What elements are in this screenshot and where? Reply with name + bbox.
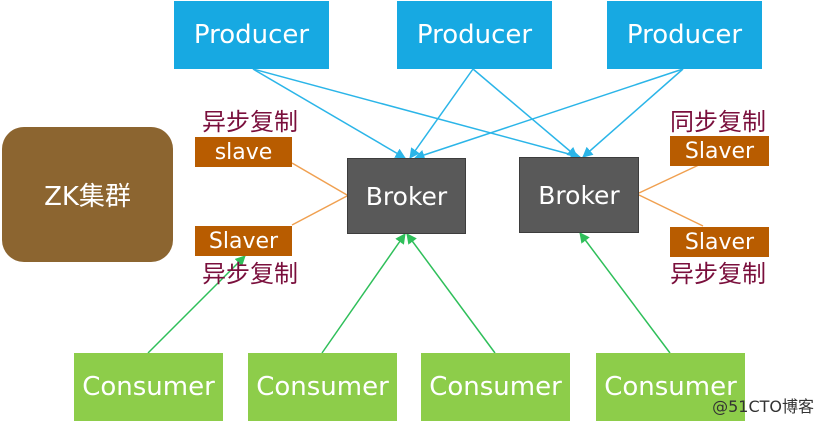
line-broker2-slaver-bottom	[638, 194, 704, 227]
watermark: @51CTO博客	[712, 397, 814, 416]
producer-node-3: Producer	[607, 1, 762, 69]
producer-node-2: Producer	[397, 1, 552, 69]
arrow-consumer2-broker1	[321, 233, 406, 354]
arrow-producer2-broker2	[472, 68, 578, 158]
arrow-consumer3-broker1	[406, 233, 496, 354]
zk-cluster: ZK集群	[2, 127, 173, 262]
consumer-node-1: Consumer	[74, 353, 223, 421]
producer-node-1: Producer	[174, 1, 329, 69]
slave-left-top: slave	[195, 137, 292, 167]
arrow-consumer4-broker2	[579, 232, 671, 354]
line-broker1-slaver	[291, 195, 348, 226]
line-broker2-slaver-top	[638, 162, 704, 194]
slaver-right-top: Slaver	[670, 136, 769, 166]
consumer-node-2: Consumer	[248, 353, 397, 421]
consumer-node-3: Consumer	[421, 353, 570, 421]
slaver-right-bottom: Slaver	[670, 227, 769, 257]
arrow-producer1-broker1	[252, 68, 406, 159]
consumer-node-4: Consumer	[596, 353, 745, 421]
replication-label-left-bottom: 异步复制	[202, 260, 298, 288]
arrow-consumer1-slaver	[147, 255, 246, 354]
broker-2: Broker	[519, 157, 639, 233]
broker-1: Broker	[347, 158, 466, 234]
replication-label-left-top: 异步复制	[202, 108, 298, 136]
arrow-producer1-broker2	[252, 68, 582, 160]
arrow-producer2-broker1	[409, 68, 474, 159]
replication-label-right-bottom: 异步复制	[670, 260, 766, 288]
replication-label-right-top: 同步复制	[670, 108, 766, 136]
arrow-producer3-broker2	[582, 68, 684, 158]
slaver-left-bottom: Slaver	[195, 226, 292, 256]
line-broker1-slave	[291, 162, 348, 196]
arrow-producer3-broker1	[414, 68, 684, 161]
